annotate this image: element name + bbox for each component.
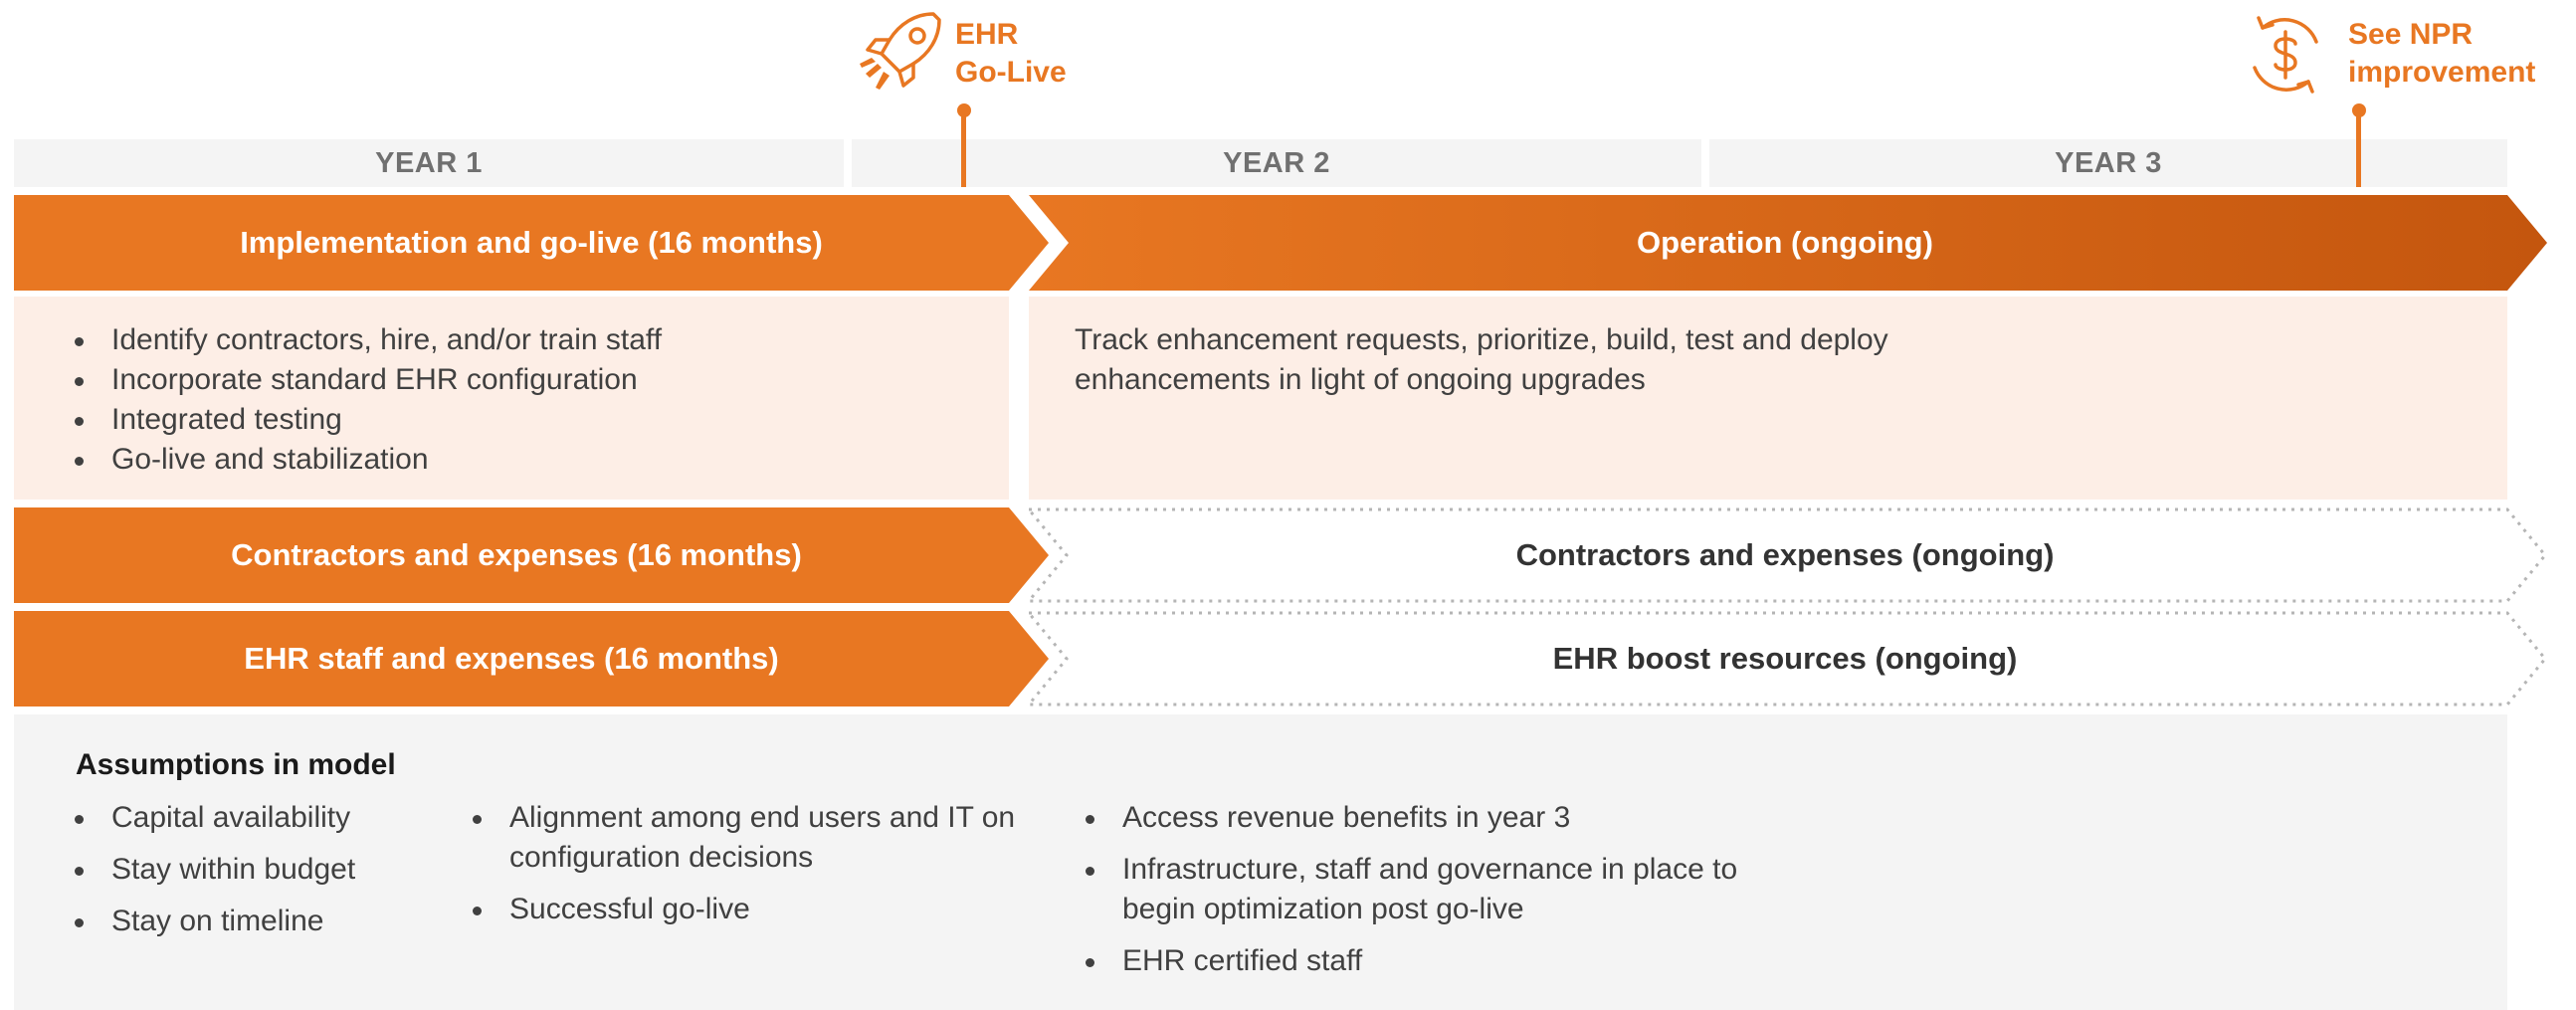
year-2-header: YEAR 2 [852,139,1701,187]
milestone-npr-line-overlay [2356,139,2361,187]
milestone-go-live-line-overlay [961,139,966,187]
assumption-item: Stay on timeline [68,902,446,941]
implementation-bullet: Identify contractors, hire, and/or train… [68,320,662,360]
milestone-npr-marker [2352,103,2366,117]
year-3-header: YEAR 3 [1709,139,2507,187]
staff-left-label: EHR staff and expenses (16 months) [244,641,779,676]
assumptions-col-1: Capital availability Stay within budget … [68,798,446,953]
operation-banner [1029,195,2547,291]
assumption-item: Access revenue benefits in year 3 [1079,798,1775,838]
operation-panel: Track enhancement requests, prioritize, … [1029,297,2507,500]
rocket-icon [860,12,941,90]
assumptions-col-2: Alignment among end users and IT on conf… [466,798,1023,941]
assumptions-section: Assumptions in model Capital availabilit… [14,714,2507,1010]
assumption-item: EHR certified staff [1079,941,1775,981]
assumption-item: Alignment among end users and IT on conf… [466,798,1023,878]
operation-description: Track enhancement requests, prioritize, … [1075,320,1888,400]
assumption-item: Stay within budget [68,850,446,890]
phase-banners [14,195,2547,707]
operation-title: Operation (ongoing) [1637,225,1933,260]
implementation-bullet: Incorporate standard EHR configuration [68,360,662,400]
implementation-bullets: Identify contractors, hire, and/or train… [68,320,662,480]
assumptions-title: Assumptions in model [76,748,396,781]
implementation-panel: Identify contractors, hire, and/or train… [14,297,1009,500]
dollar-cycle-icon [2253,16,2318,94]
contractors-right-label: Contractors and expenses (ongoing) [1515,537,2055,572]
operation-description-line: enhancements in light of ongoing upgrade… [1075,363,1646,396]
staff-left-banner [14,611,1049,707]
milestone-npr-label: See NPR improvement [2348,18,2536,89]
implementation-title: Implementation and go-live (16 months) [240,225,823,260]
implementation-bullet: Go-live and stabilization [68,440,662,480]
year-1-header: YEAR 1 [14,139,844,187]
milestone-go-live: EHR Go-Live [856,8,1094,187]
implementation-banner [14,195,1049,291]
assumption-item: Infrastructure, staff and governance in … [1079,850,1775,929]
milestone-go-live-label: EHR Go-Live [955,18,1067,89]
contractors-left-label: Contractors and expenses (16 months) [231,537,802,572]
operation-description-line: Track enhancement requests, prioritize, … [1075,323,1888,356]
assumption-item: Successful go-live [466,890,1023,929]
assumption-item: Capital availability [68,798,446,838]
staff-right-label: EHR boost resources (ongoing) [1552,641,2018,676]
contractors-right-banner [1025,507,2547,603]
milestone-npr: See NPR improvement [2243,8,2571,187]
assumptions-col-3: Access revenue benefits in year 3 Infras… [1079,798,1775,993]
implementation-bullet: Integrated testing [68,400,662,440]
staff-right-banner [1025,611,2547,707]
milestone-go-live-marker [957,103,971,117]
contractors-left-banner [14,507,1049,603]
